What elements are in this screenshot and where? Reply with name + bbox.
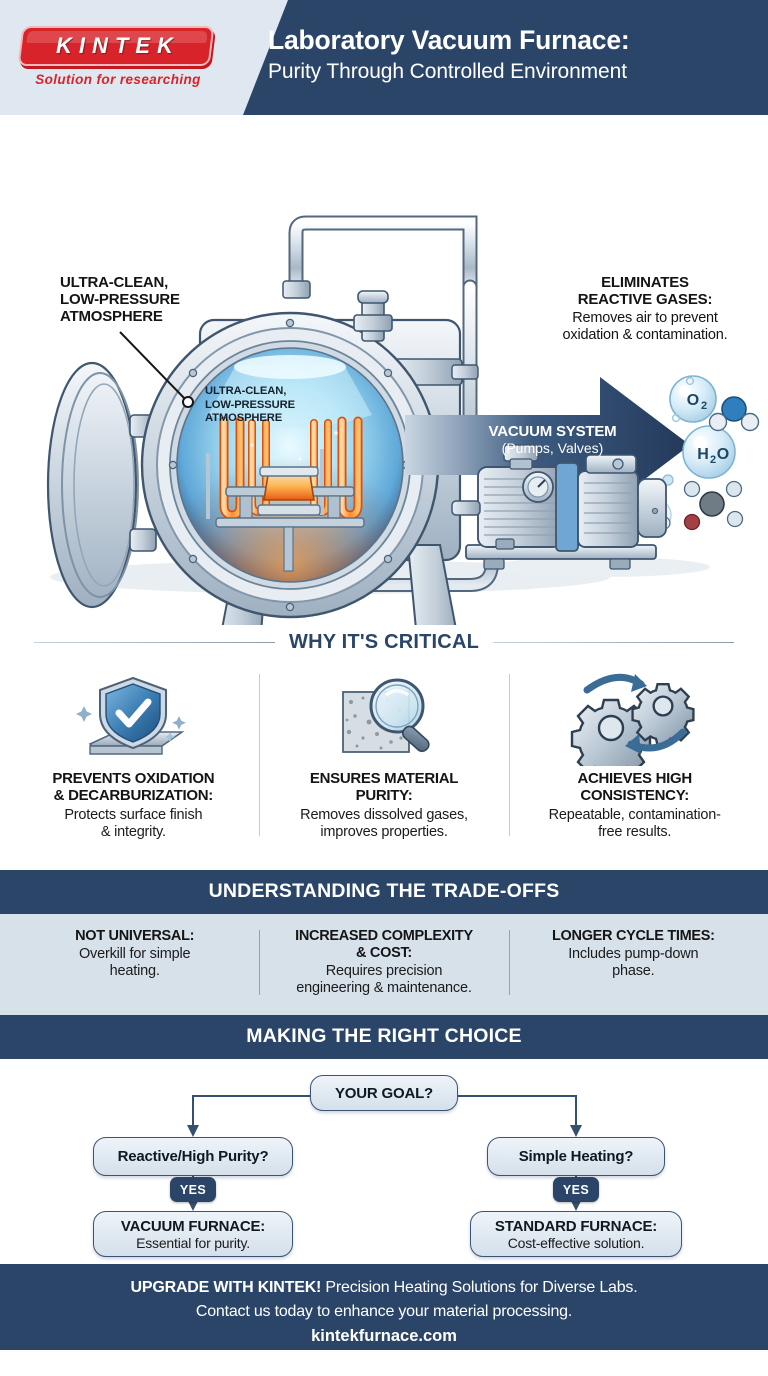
furnace-diagram-svg: O 2 H 2 O xyxy=(46,215,760,625)
svg-text:2: 2 xyxy=(701,400,707,412)
magnifier-material-icon xyxy=(269,668,500,768)
footer-cta-rest: Precision Heating Solutions for Diverse … xyxy=(321,1279,638,1297)
svg-text:O: O xyxy=(687,392,699,409)
header-navy-panel xyxy=(243,0,768,115)
title-line-2: Purity Through Controlled Environment xyxy=(268,60,627,83)
flow-left-yes-label: YES xyxy=(179,1182,207,1197)
why-critical-section: WHY IT'S CRITICAL xyxy=(0,625,768,870)
why-body-purity: Removes dissolved gases,improves propert… xyxy=(300,806,468,841)
tradeoffs-heading: UNDERSTANDING THE TRADE-OFFS xyxy=(0,870,768,914)
footer-cta: UPGRADE WITH KINTEK! Precision Heating S… xyxy=(0,1276,768,1300)
why-critical-heading-row: WHY IT'S CRITICAL xyxy=(0,631,768,654)
gear-large xyxy=(570,698,651,766)
pressure-gauge-icon xyxy=(522,471,554,503)
why-column-oxidation: PREVENTS OXIDATION& DECARBURIZATION: Pro… xyxy=(8,668,259,842)
svg-text:H: H xyxy=(697,446,709,463)
flow-right-result-sub: Cost-effective solution. xyxy=(507,1234,645,1251)
decision-flowchart: YOUR GOAL? Reactive/High Purity? YES VAC… xyxy=(0,1059,768,1265)
flow-right-question: Simple Heating? xyxy=(518,1148,634,1166)
flow-node-simple-heating[interactable]: Simple Heating? xyxy=(487,1137,665,1177)
choice-heading: MAKING THE RIGHT CHOICE xyxy=(0,1015,768,1060)
footer-website[interactable]: kintekfurnace.com xyxy=(311,1327,457,1346)
why-title-oxidation: PREVENTS OXIDATION& DECARBURIZATION: xyxy=(52,770,215,805)
furnace-illustration: O 2 H 2 O xyxy=(0,115,768,625)
logo-wordmark: KINTEK xyxy=(56,33,180,58)
heading-rule-left xyxy=(34,641,275,644)
gear-small xyxy=(631,682,695,747)
page-title: Laboratory Vacuum Furnace: Purity Throug… xyxy=(268,24,758,87)
page-footer: UPGRADE WITH KINTEK! Precision Heating S… xyxy=(0,1264,768,1351)
why-body-consistency: Repeatable, contamination-free results. xyxy=(548,806,721,841)
flow-right-yes-badge: YES xyxy=(553,1177,599,1203)
kintek-logo: KINTEK Solution for researching xyxy=(14,22,229,97)
flow-root-label: YOUR GOAL? xyxy=(335,1084,433,1102)
flow-node-standard-furnace[interactable]: STANDARD FURNACE: Cost-effective solutio… xyxy=(470,1211,682,1258)
why-critical-columns: PREVENTS OXIDATION& DECARBURIZATION: Pro… xyxy=(0,668,768,842)
tradeoff-title-cycle-times: LONGER CYCLE TIMES: xyxy=(551,928,715,944)
tradeoff-complexity-cost: INCREASED COMPLEXITY& COST: Requires pre… xyxy=(259,928,508,997)
tradeoff-title-complexity-cost: INCREASED COMPLEXITY& COST: xyxy=(295,928,473,961)
flow-left-yes-badge: YES xyxy=(170,1177,216,1203)
footer-contact-line: Contact us today to enhance your materia… xyxy=(195,1303,573,1321)
vacuum-system-arrow-label: VACUUM SYSTEM (Pumps, Valves) xyxy=(470,423,635,456)
tradeoff-title-not-universal: NOT UNIVERSAL: xyxy=(75,928,195,944)
flow-node-root[interactable]: YOUR GOAL? xyxy=(310,1075,458,1112)
why-body-oxidation: Protects surface finish& integrity. xyxy=(64,806,203,841)
heading-rule-right xyxy=(493,641,735,644)
flow-left-result-title: VACUUM FURNACE: xyxy=(120,1217,266,1235)
arrow-subtitle: (Pumps, Valves) xyxy=(501,440,604,456)
arrow-title: VACUUM SYSTEM xyxy=(488,423,617,440)
svg-text:2: 2 xyxy=(710,454,716,466)
flow-left-result-sub: Essential for purity. xyxy=(136,1234,250,1251)
flow-node-reactive-purity[interactable]: Reactive/High Purity? xyxy=(93,1137,293,1177)
gears-cycle-icon xyxy=(519,668,750,768)
flow-node-vacuum-furnace[interactable]: VACUUM FURNACE: Essential for purity. xyxy=(93,1211,293,1258)
page-header: KINTEK Solution for researching Laborato… xyxy=(0,0,768,115)
footer-cta-bold: UPGRADE WITH KINTEK! xyxy=(130,1279,322,1297)
svg-text:O: O xyxy=(717,446,729,463)
logo-tagline: Solution for researching xyxy=(35,72,201,87)
title-line-1: Laboratory Vacuum Furnace: xyxy=(268,25,630,55)
shield-check-icon xyxy=(18,668,249,768)
flow-left-question: Reactive/High Purity? xyxy=(117,1148,269,1166)
flow-right-yes-label: YES xyxy=(562,1182,590,1197)
why-critical-heading: WHY IT'S CRITICAL xyxy=(289,631,480,653)
flow-right-result-title: STANDARD FURNACE: xyxy=(494,1217,658,1235)
